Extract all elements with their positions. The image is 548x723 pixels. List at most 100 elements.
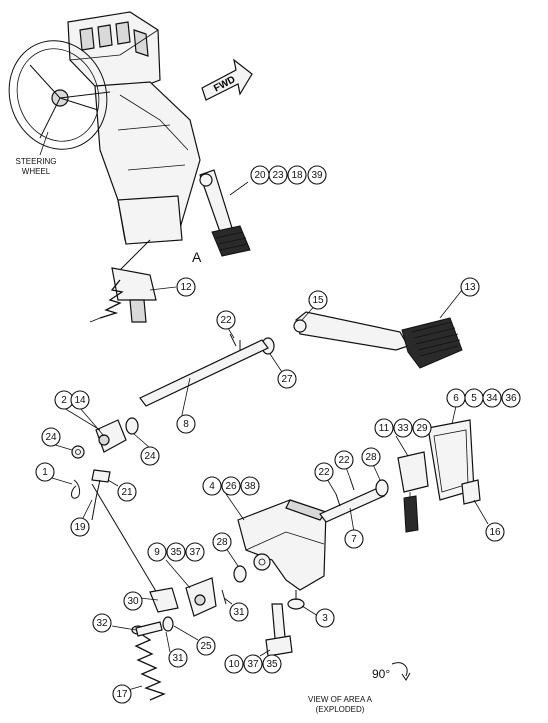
callout-38: 38 [240, 476, 260, 496]
callout-number: 22 [220, 315, 232, 326]
callout-number: 26 [225, 481, 237, 492]
callout-number: 10 [228, 659, 240, 670]
callout-18: 18 [287, 165, 307, 185]
callout-13: 13 [460, 277, 480, 297]
callout-28: 28 [361, 447, 381, 467]
callout-25: 25 [196, 636, 216, 656]
callout-number: 19 [74, 522, 86, 533]
callout-number: 22 [318, 467, 330, 478]
callout-19: 19 [70, 517, 90, 537]
steering-wheel-label: STEERING [16, 157, 57, 166]
rotation-label: 90° [372, 667, 390, 681]
callout-number: 13 [464, 282, 476, 293]
callout-number: 37 [189, 547, 201, 558]
callout-35: 35 [166, 542, 186, 562]
callout-number: 31 [233, 607, 245, 618]
callout-26: 26 [221, 476, 241, 496]
callout-number: 37 [247, 659, 259, 670]
pivot-bracket-assembly [185, 419, 481, 657]
callout-4: 4 [202, 476, 222, 496]
callout-number: 3 [322, 613, 328, 624]
view-caption: VIEW OF AREA A [308, 695, 373, 704]
callout-number: 8 [183, 419, 189, 430]
callout-number: 20 [254, 170, 266, 181]
callout-number: 6 [453, 393, 459, 404]
callout-12: 12 [176, 277, 196, 297]
callout-16: 16 [485, 522, 505, 542]
callout-30: 30 [123, 591, 143, 611]
callout-21: 21 [117, 482, 137, 502]
callout-number: 35 [266, 659, 278, 670]
callout-29: 29 [412, 418, 432, 438]
callout-35: 35 [262, 654, 282, 674]
callout-33: 33 [393, 418, 413, 438]
callout-number: 28 [216, 537, 228, 548]
brake-pedal-assembly [71, 311, 463, 701]
callout-3: 3 [315, 608, 335, 628]
callout-8: 8 [176, 414, 196, 434]
rotation-indicator: 90° [372, 662, 411, 681]
callout-number: 5 [471, 393, 477, 404]
forward-direction-arrow: FWD [201, 58, 253, 101]
callout-number: 1 [42, 467, 48, 478]
callout-37: 37 [243, 654, 263, 674]
callout-number: 23 [272, 170, 284, 181]
callout-37: 37 [185, 542, 205, 562]
callout-number: 18 [291, 170, 303, 181]
callout-number: 7 [351, 534, 357, 545]
callout-number: 33 [397, 423, 409, 434]
area-a-label: A [192, 249, 202, 265]
callout-number: 28 [365, 452, 377, 463]
callout-number: 16 [489, 527, 501, 538]
callout-23: 23 [268, 165, 288, 185]
callout-1: 1 [35, 462, 55, 482]
callout-number: 34 [486, 393, 498, 404]
callout-number: 30 [127, 596, 139, 607]
callout-number: 36 [505, 393, 517, 404]
callout-number: 12 [180, 282, 192, 293]
callout-28: 28 [212, 532, 232, 552]
callout-5: 5 [464, 388, 484, 408]
callout-36: 36 [501, 388, 521, 408]
callout-20: 20 [250, 165, 270, 185]
callout-7: 7 [344, 529, 364, 549]
callout-number: 31 [172, 653, 184, 664]
callout-number: 25 [200, 641, 212, 652]
callout-14: 14 [70, 390, 90, 410]
callout-number: 22 [338, 455, 350, 466]
steering-column-assembly [8, 11, 251, 323]
callout-2: 2 [54, 390, 74, 410]
callout-number: 38 [244, 481, 256, 492]
callout-number: 39 [311, 170, 323, 181]
callout-number: 35 [170, 547, 182, 558]
callout-17: 17 [112, 684, 132, 704]
view-caption-line2: (EXPLODED) [316, 705, 365, 714]
callout-number: 32 [96, 618, 108, 629]
callout-31: 31 [168, 648, 188, 668]
callout-number: 9 [154, 547, 160, 558]
callout-number: 11 [379, 423, 390, 434]
callout-32: 32 [92, 613, 112, 633]
callout-22: 22 [216, 310, 236, 330]
callout-number: 17 [116, 689, 128, 700]
callout-number: 24 [45, 432, 57, 443]
callout-6: 6 [446, 388, 466, 408]
callout-number: 24 [144, 451, 156, 462]
callout-24: 24 [140, 446, 160, 466]
callout-31: 31 [229, 602, 249, 622]
steering-wheel-label-line2: WHEEL [22, 167, 51, 176]
callout-15: 15 [308, 290, 328, 310]
callout-24: 24 [41, 427, 61, 447]
callout-number: 14 [74, 395, 86, 406]
callout-9: 9 [147, 542, 167, 562]
callout-11: 11 [374, 418, 394, 438]
callout-27: 27 [277, 369, 297, 389]
callout-39: 39 [307, 165, 327, 185]
callout-number: 4 [209, 481, 215, 492]
callout-number: 27 [281, 374, 293, 385]
callout-number: 15 [312, 295, 324, 306]
callout-number: 29 [416, 423, 428, 434]
callout-number: 2 [61, 395, 67, 406]
